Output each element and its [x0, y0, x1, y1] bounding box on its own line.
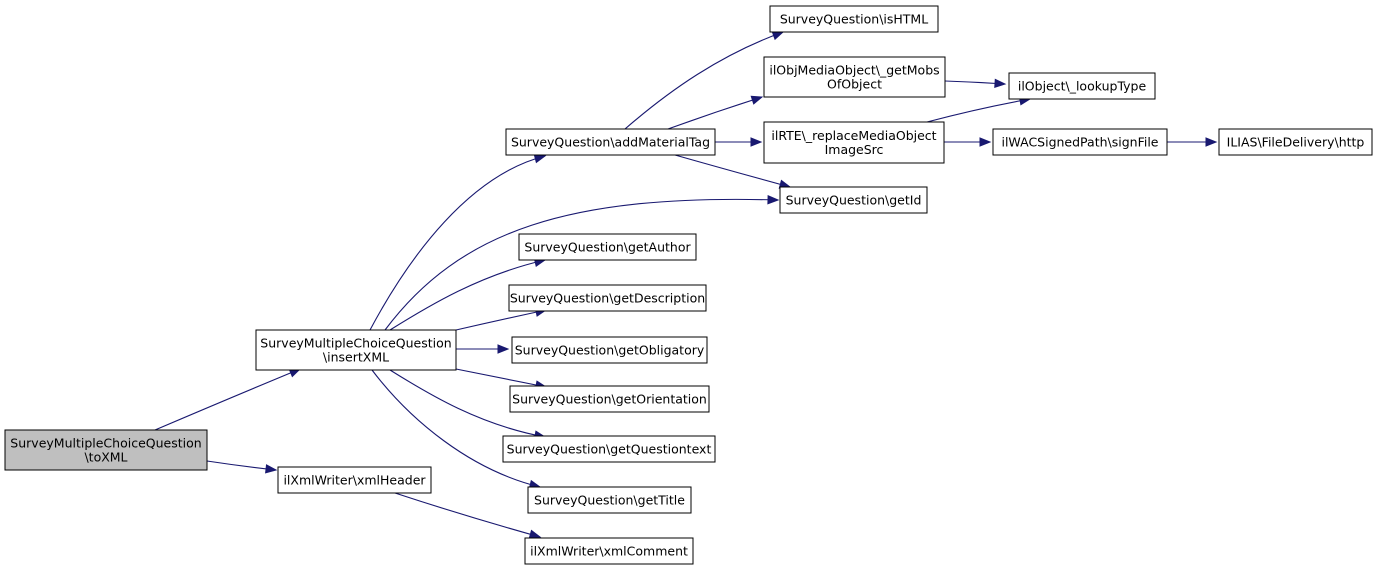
node-label: ilObjMediaObject\_getMobs — [769, 63, 939, 78]
arrowhead-icon — [979, 137, 992, 147]
node-is-html[interactable]: SurveyQuestion\isHTML — [769, 5, 939, 33]
edge-line — [394, 492, 541, 538]
node-label: ilWACSignedPath\signFile — [1001, 135, 1158, 150]
edge-insert-xml-to-get-obligatory — [456, 344, 510, 354]
edge-line — [371, 369, 541, 488]
node-label: ilXmlWriter\xmlComment — [530, 544, 688, 559]
node-box — [277, 466, 432, 494]
node-box — [255, 329, 457, 371]
node-get-obligatory[interactable]: SurveyQuestion\getObligatory — [511, 336, 708, 364]
arrowhead-icon — [1205, 137, 1218, 147]
node-box — [511, 336, 708, 364]
edge-to-xml-to-insert-xml — [154, 368, 302, 431]
edge-line — [389, 369, 546, 438]
node-box — [763, 56, 946, 98]
edge-add-material-tag-to-get-mobs-of-object — [667, 95, 764, 130]
node-get-author[interactable]: SurveyQuestion\getAuthor — [518, 233, 697, 261]
node-label: SurveyQuestion\getQuestiontext — [507, 442, 712, 457]
node-http[interactable]: ILIAS\FileDelivery\http — [1218, 128, 1373, 156]
edge-line — [624, 31, 784, 130]
node-box — [4, 429, 208, 471]
node-label: SurveyMultipleChoiceQuestion — [10, 436, 201, 451]
node-xml-comment[interactable]: ilXmlWriter\xmlComment — [524, 537, 694, 565]
node-label: SurveyQuestion\isHTML — [780, 12, 928, 27]
node-box — [509, 385, 710, 413]
node-get-title[interactable]: SurveyQuestion\getTitle — [527, 486, 692, 514]
node-label: SurveyQuestion\getDescription — [510, 291, 705, 306]
node-label: SurveyQuestion\getTitle — [534, 493, 685, 508]
edge-xml-header-to-xml-comment — [394, 492, 542, 539]
edge-line — [455, 309, 547, 331]
node-get-questiontext[interactable]: SurveyQuestion\getQuestiontext — [502, 435, 716, 463]
node-box — [1008, 72, 1156, 100]
edge-line — [154, 368, 301, 431]
edge-line — [389, 259, 546, 331]
node-box — [1218, 128, 1373, 156]
edge-line — [674, 154, 791, 188]
node-insert-xml[interactable]: SurveyMultipleChoiceQuestion\insertXML — [255, 329, 457, 371]
edge-line — [384, 198, 779, 331]
edge-to-xml-to-xml-header — [206, 460, 278, 474]
node-label: ILIAS\FileDelivery\http — [1227, 135, 1365, 150]
node-label: SurveyQuestion\getId — [786, 193, 922, 208]
edge-add-material-tag-to-is-html — [624, 31, 785, 130]
node-box — [524, 537, 694, 565]
edge-line — [369, 155, 546, 331]
node-label: \toXML — [84, 450, 127, 465]
edge-line — [667, 96, 763, 130]
node-box — [518, 233, 697, 261]
node-label: ilObject\_lookupType — [1018, 79, 1147, 94]
edge-layer — [154, 31, 1218, 539]
node-label: SurveyQuestion\getObligatory — [515, 343, 705, 358]
node-label: SurveyQuestion\getOrientation — [512, 392, 707, 407]
node-to-xml: SurveyMultipleChoiceQuestion\toXML — [4, 429, 208, 471]
arrowhead-icon — [528, 529, 542, 539]
node-xml-header[interactable]: ilXmlWriter\xmlHeader — [277, 466, 432, 494]
node-label: \insertXML — [323, 350, 389, 365]
edge-replace-media-object-image-src-to-sign-file — [944, 137, 992, 147]
node-label: SurveyQuestion\addMaterialTag — [511, 135, 710, 150]
node-box — [505, 128, 716, 156]
node-sign-file[interactable]: ilWACSignedPath\signFile — [992, 128, 1168, 156]
arrowhead-icon — [533, 154, 547, 164]
node-get-id[interactable]: SurveyQuestion\getId — [779, 186, 928, 214]
node-layer: SurveyMultipleChoiceQuestion\toXMLSurvey… — [4, 5, 1373, 565]
edge-insert-xml-to-get-id — [384, 194, 780, 331]
edge-replace-media-object-image-src-to-lookup-type — [926, 96, 1032, 123]
edge-add-material-tag-to-replace-media-object-image-src — [715, 137, 763, 147]
arrowhead-icon — [767, 194, 780, 205]
node-get-description[interactable]: SurveyQuestion\getDescription — [508, 284, 707, 312]
arrowhead-icon — [750, 95, 764, 105]
node-box — [763, 121, 945, 164]
arrowhead-icon — [750, 137, 763, 147]
node-box — [769, 5, 939, 33]
node-label: SurveyMultipleChoiceQuestion — [260, 336, 451, 351]
node-box — [527, 486, 692, 514]
node-get-orientation[interactable]: SurveyQuestion\getOrientation — [509, 385, 710, 413]
edge-sign-file-to-http — [1167, 137, 1218, 147]
edge-line — [926, 98, 1031, 123]
edge-line — [455, 368, 547, 388]
node-label: OfObject — [827, 77, 882, 92]
arrowhead-icon — [771, 31, 785, 41]
edge-get-mobs-of-object-to-lookup-type — [944, 78, 1007, 89]
node-add-material-tag[interactable]: SurveyQuestion\addMaterialTag — [505, 128, 716, 156]
node-label: SurveyQuestion\getAuthor — [524, 240, 691, 255]
node-box — [502, 435, 716, 463]
node-label: ilXmlWriter\xmlHeader — [283, 473, 426, 488]
node-lookup-type[interactable]: ilObject\_lookupType — [1008, 72, 1156, 100]
node-box — [992, 128, 1168, 156]
arrowhead-icon — [265, 464, 278, 474]
arrowhead-icon — [497, 344, 510, 354]
arrowhead-icon — [994, 78, 1007, 89]
node-box — [508, 284, 707, 312]
node-label: ImageSrc — [825, 142, 884, 157]
node-label: ilRTE\_replaceMediaObject — [771, 128, 936, 143]
node-box — [779, 186, 928, 214]
